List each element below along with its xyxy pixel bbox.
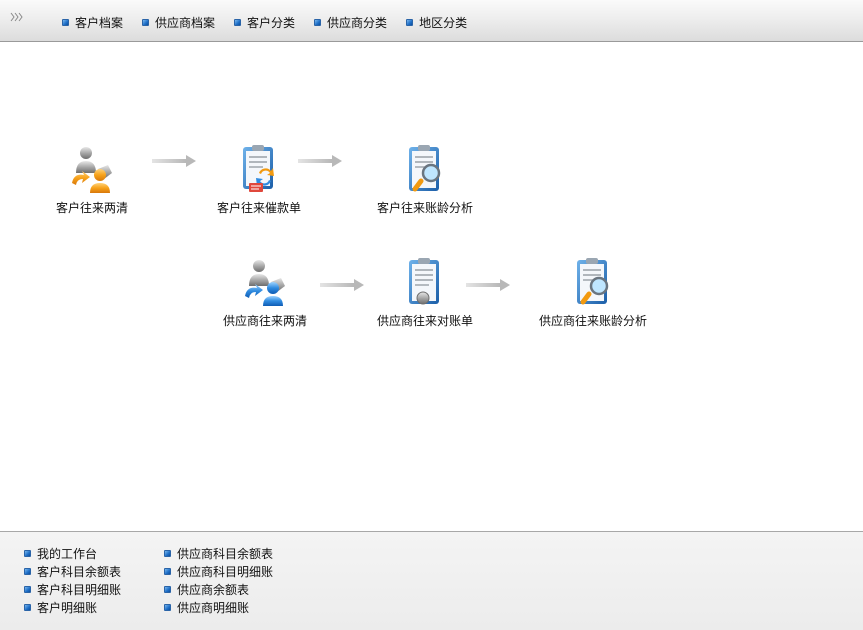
link-label: 供应商余额表 bbox=[177, 582, 250, 597]
bullet-icon bbox=[24, 549, 31, 557]
top-nav: 客户档案 供应商档案 客户分类 供应商分类 地区分类 bbox=[62, 0, 486, 43]
bullet-icon bbox=[164, 585, 171, 593]
link-label: 我的工作台 bbox=[37, 546, 98, 561]
node-label: 供应商往来两清 bbox=[222, 314, 307, 328]
node-label: 客户往来账龄分析 bbox=[376, 201, 473, 215]
bullet-icon bbox=[24, 585, 31, 593]
flow-arrow-icon bbox=[298, 155, 342, 167]
quick-links-col-1: 我的工作台 客户科目余额表 客户科目明细账 客户明细账 bbox=[24, 544, 121, 616]
nav-label: 地区分类 bbox=[419, 16, 468, 30]
clipboard-dunning-icon bbox=[229, 143, 289, 199]
bullet-icon bbox=[164, 567, 171, 575]
node-supplier-aging[interactable]: 供应商往来账龄分析 bbox=[528, 256, 658, 329]
link-my-workbench[interactable]: 我的工作台 bbox=[24, 544, 121, 562]
clipboard-magnifier-icon bbox=[395, 143, 455, 199]
bullet-icon bbox=[406, 19, 414, 26]
bullet-icon bbox=[24, 567, 31, 575]
quick-links-panel: 我的工作台 客户科目余额表 客户科目明细账 客户明细账 供应商科目余额表 供应商… bbox=[0, 531, 863, 630]
nav-label: 客户档案 bbox=[75, 16, 124, 30]
node-supplier-reconcile[interactable]: 供应商往来两清 bbox=[200, 256, 330, 329]
link-label: 客户明细账 bbox=[37, 600, 98, 615]
node-label: 客户往来催款单 bbox=[216, 201, 301, 215]
link-customer-ledger[interactable]: 客户明细账 bbox=[24, 598, 121, 616]
link-label: 供应商科目明细账 bbox=[177, 564, 274, 579]
link-supplier-ledger[interactable]: 供应商明细账 bbox=[164, 598, 273, 616]
node-label: 供应商往来账龄分析 bbox=[538, 314, 647, 328]
bullet-icon bbox=[164, 549, 171, 557]
flow-arrow-icon bbox=[320, 279, 364, 291]
bullet-icon bbox=[234, 19, 242, 26]
expand-chevrons-icon[interactable] bbox=[10, 11, 24, 23]
people-exchange-icon bbox=[62, 143, 122, 199]
people-exchange-icon bbox=[235, 256, 295, 312]
flow-arrow-icon bbox=[466, 279, 510, 291]
flow-arrow-icon bbox=[152, 155, 196, 167]
bullet-icon bbox=[164, 603, 171, 611]
clipboard-statement-icon bbox=[395, 256, 455, 312]
link-customer-account-ledger[interactable]: 客户科目明细账 bbox=[24, 580, 121, 598]
bullet-icon bbox=[24, 603, 31, 611]
bullet-icon bbox=[62, 19, 69, 26]
node-customer-reconcile[interactable]: 客户往来两清 bbox=[27, 143, 157, 216]
nav-supplier-archive[interactable]: 供应商档案 bbox=[142, 14, 215, 31]
link-customer-account-balance[interactable]: 客户科目余额表 bbox=[24, 562, 121, 580]
nav-region-category[interactable]: 地区分类 bbox=[406, 14, 467, 31]
link-label: 客户科目余额表 bbox=[37, 564, 122, 579]
link-label: 客户科目明细账 bbox=[37, 582, 122, 597]
link-supplier-account-balance[interactable]: 供应商科目余额表 bbox=[164, 544, 273, 562]
node-customer-dunning[interactable]: 客户往来催款单 bbox=[194, 143, 324, 216]
nav-supplier-category[interactable]: 供应商分类 bbox=[314, 14, 387, 31]
bullet-icon bbox=[314, 19, 322, 26]
top-toolbar: 客户档案 供应商档案 客户分类 供应商分类 地区分类 bbox=[0, 0, 863, 42]
nav-customer-archive[interactable]: 客户档案 bbox=[62, 14, 123, 31]
link-label: 供应商科目余额表 bbox=[177, 546, 274, 561]
clipboard-magnifier-icon bbox=[563, 256, 623, 312]
node-label: 客户往来两清 bbox=[55, 201, 128, 215]
link-supplier-account-ledger[interactable]: 供应商科目明细账 bbox=[164, 562, 273, 580]
quick-links-col-2: 供应商科目余额表 供应商科目明细账 供应商余额表 供应商明细账 bbox=[164, 544, 273, 616]
node-supplier-statement[interactable]: 供应商往来对账单 bbox=[360, 256, 490, 329]
link-supplier-balance[interactable]: 供应商余额表 bbox=[164, 580, 273, 598]
node-label: 供应商往来对账单 bbox=[376, 314, 473, 328]
nav-label: 供应商档案 bbox=[155, 16, 216, 30]
node-customer-aging[interactable]: 客户往来账龄分析 bbox=[360, 143, 490, 216]
link-label: 供应商明细账 bbox=[177, 600, 250, 615]
nav-label: 供应商分类 bbox=[327, 16, 388, 30]
bullet-icon bbox=[142, 19, 150, 26]
nav-label: 客户分类 bbox=[247, 16, 296, 30]
nav-customer-category[interactable]: 客户分类 bbox=[234, 14, 295, 31]
